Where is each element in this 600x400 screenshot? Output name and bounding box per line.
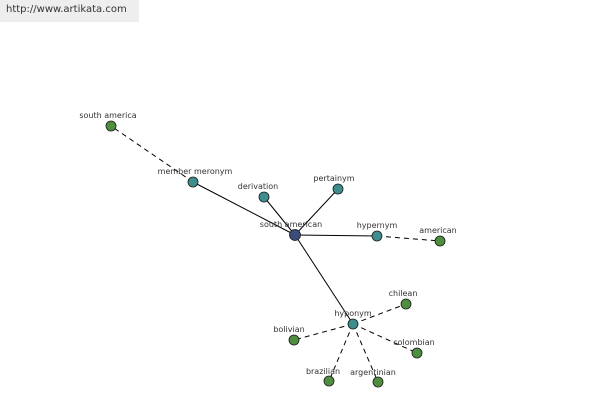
node-american[interactable] (434, 235, 446, 247)
edge-layer (110, 125, 441, 383)
node-colombian[interactable] (411, 347, 423, 359)
node-hyponym[interactable] (347, 318, 359, 330)
edge-hypernym-to-american (376, 235, 441, 242)
edge-south-american-to-derivation (263, 196, 296, 236)
edge-south-american-to-hypernym (294, 234, 378, 237)
node-label-member-meronym[interactable]: member meronym (158, 167, 233, 176)
edge-hyponym-to-bolivian (293, 323, 354, 341)
edge-member-meronym-to-south-america (110, 125, 194, 183)
node-pertainym[interactable] (332, 183, 344, 195)
edge-south-american-to-hyponym (294, 234, 354, 325)
label-layer: south american member meronym derivation pe… (79, 111, 456, 377)
node-south-america[interactable] (105, 120, 117, 132)
node-layer (105, 120, 446, 388)
node-bolivian[interactable] (288, 334, 300, 346)
node-label-hyponym[interactable]: hyponym (334, 309, 372, 318)
node-chilean[interactable] (400, 298, 412, 310)
node-label-south-american[interactable]: south american (260, 220, 322, 229)
node-label-brazilian[interactable]: brazilian (306, 367, 340, 376)
edge-south-american-to-pertainym (294, 188, 339, 236)
node-label-american[interactable]: american (419, 226, 457, 235)
edge-hyponym-to-argentinian (352, 323, 379, 383)
node-hypernym[interactable] (371, 230, 383, 242)
edge-hyponym-to-brazilian (328, 323, 354, 382)
site-url-label[interactable]: http://www.artikata.com (0, 0, 139, 22)
node-argentinian[interactable] (372, 376, 384, 388)
node-member-meronym[interactable] (187, 176, 199, 188)
edge-hyponym-to-colombian (352, 323, 418, 354)
node-derivation[interactable] (258, 191, 270, 203)
edge-south-american-to-member-meronym (192, 181, 296, 236)
node-label-chilean[interactable]: chilean (389, 289, 418, 298)
node-label-south-america[interactable]: south america (79, 111, 136, 120)
node-label-pertainym[interactable]: pertainym (313, 174, 354, 183)
node-label-hypernym[interactable]: hypernym (357, 221, 398, 230)
node-label-bolivian[interactable]: bolivian (273, 325, 304, 334)
node-brazilian[interactable] (323, 375, 335, 387)
node-label-argentinian[interactable]: argentinian (350, 368, 396, 377)
node-label-derivation[interactable]: derivation (238, 182, 278, 191)
edge-hyponym-to-chilean (352, 303, 407, 325)
node-south-american[interactable] (289, 229, 301, 241)
node-label-colombian[interactable]: colombian (393, 338, 434, 347)
